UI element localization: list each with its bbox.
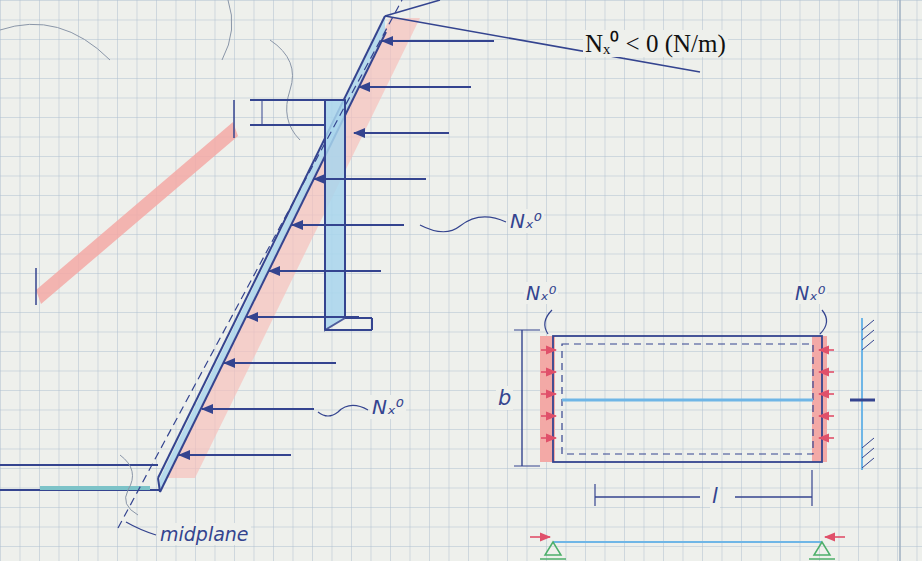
load-symbol: Nₓ⁰ (793, 282, 827, 304)
load-arrows (179, 41, 494, 455)
load-symbol-holder: Nₓ⁰ (508, 210, 544, 233)
midplane-label-holder: midplane (158, 524, 251, 546)
leader-line (420, 217, 506, 232)
cut-section (250, 100, 372, 330)
load-annotation-holder: Nₓ⁰ < 0 (N/m) (583, 30, 728, 59)
load-symbol: Nₓ⁰ (508, 209, 544, 233)
length-dimension: l (710, 484, 720, 508)
plan-view (514, 310, 875, 559)
leader-line (126, 522, 156, 535)
load-symbol-holder: Nₓ⁰ (370, 396, 406, 419)
width-dimension-holder: b (496, 386, 513, 410)
load-symbol-holder: Nₓ⁰ (793, 283, 827, 305)
load-annotation: Nₓ⁰ < 0 (N/m) (583, 30, 728, 57)
load-symbol: Nₓ⁰ (370, 395, 406, 419)
midplane-line (118, 0, 402, 528)
plate-strip (0, 0, 700, 515)
width-dimension: b (496, 386, 513, 410)
load-symbol-holder: Nₓ⁰ (524, 283, 558, 305)
leader-line (318, 405, 368, 416)
length-dimension-holder: l (710, 484, 720, 508)
page-margin (899, 0, 901, 561)
far-edge-load (0, 24, 238, 305)
midplane-label: midplane (158, 523, 251, 545)
load-symbol: Nₓ⁰ (524, 282, 558, 304)
